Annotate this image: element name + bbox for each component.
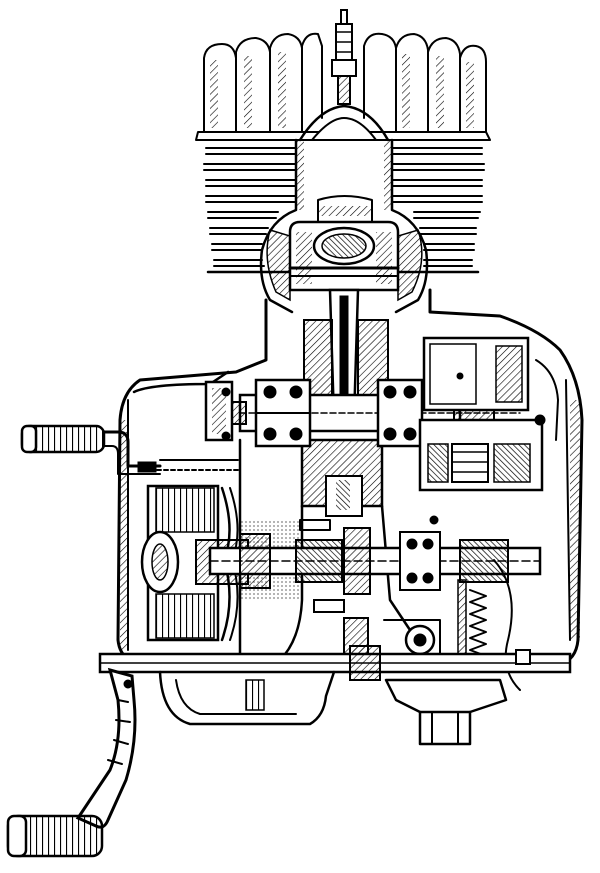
main-bearing-left xyxy=(254,378,312,448)
selector-spring xyxy=(457,559,521,691)
kickstart-pedal-lower xyxy=(6,814,104,858)
head-cooling-fins-right xyxy=(363,32,487,133)
lower-casing xyxy=(158,670,508,746)
head-cooling-fins-left xyxy=(203,32,323,133)
gearbox-main-shaft xyxy=(208,519,542,595)
spark-plug xyxy=(331,9,357,105)
clutch-plates-lower xyxy=(155,593,215,639)
cylinder-barrel xyxy=(203,138,485,314)
main-bearing-right xyxy=(376,378,424,448)
gear-lever xyxy=(20,424,162,475)
kickstart-lever xyxy=(75,667,137,829)
cylinder-head xyxy=(195,9,491,142)
generator xyxy=(418,336,559,492)
clutch-plates-upper xyxy=(155,487,215,533)
piston xyxy=(288,195,400,292)
fasteners xyxy=(137,380,546,665)
kickstart-shaft xyxy=(98,645,572,681)
